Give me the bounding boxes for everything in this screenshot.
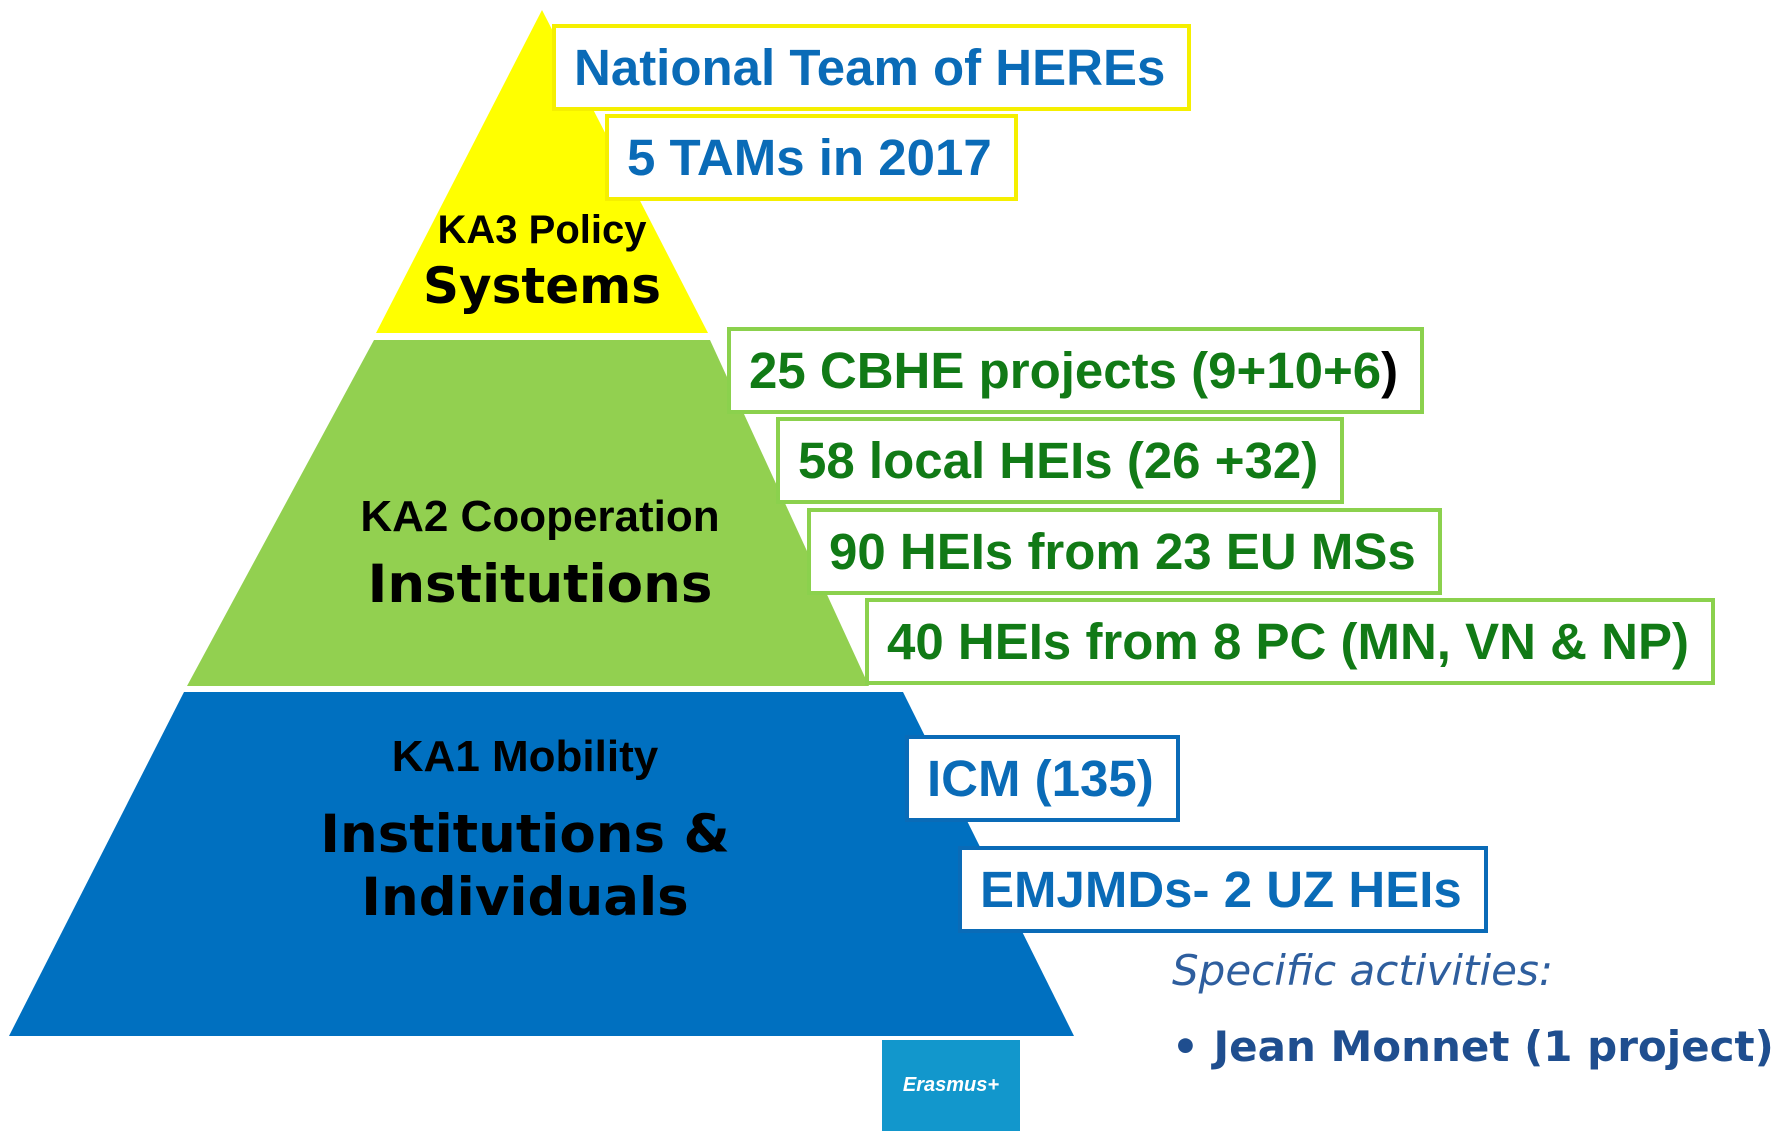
- callout-tams: 5 TAMs in 2017: [605, 114, 1018, 201]
- jean-monnet-item: • Jean Monnet (1 project): [1172, 1022, 1774, 1071]
- ka1-title: KA1 Mobility: [391, 732, 659, 781]
- callout-emjmds: EMJMDs- 2 UZ HEIs: [958, 846, 1488, 933]
- ka2-tier-label: KA2 Cooperation Institutions: [290, 492, 790, 615]
- callout-text: 90 HEIs from 23 EU MSs: [829, 523, 1416, 580]
- callout-local-heis: 58 local HEIs (26 +32): [776, 417, 1345, 504]
- callout-national-team: National Team of HEREs: [552, 24, 1192, 111]
- specific-activities-heading: Specific activities:: [1172, 946, 1553, 995]
- callout-text-close-paren: ): [1381, 342, 1399, 399]
- callout-eu-heis: 90 HEIs from 23 EU MSs: [807, 508, 1442, 595]
- pyramid-bottom-tier: [9, 692, 1074, 1036]
- ka2-subtitle: Institutions: [367, 554, 713, 615]
- callout-text: 25 CBHE projects (9+10+6: [749, 342, 1382, 399]
- ka1-tier-label: KA1 Mobility Institutions & Individuals: [280, 732, 770, 928]
- ka3-title: KA3 Policy: [437, 208, 647, 252]
- callout-text: EMJMDs- 2 UZ HEIs: [980, 861, 1462, 918]
- ka3-tier-label: KA3 Policy Systems: [392, 208, 692, 315]
- bullet-icon: •: [1172, 1022, 1199, 1071]
- callout-text: National Team of HEREs: [574, 39, 1166, 96]
- callout-icm: ICM (135): [905, 735, 1180, 822]
- callout-text: ICM (135): [927, 750, 1154, 807]
- pyramid-middle-tier: [187, 340, 869, 686]
- callout-text: 58 local HEIs (26 +32): [798, 432, 1319, 489]
- callout-pc-heis: 40 HEIs from 8 PC (MN, VN & NP): [865, 598, 1715, 685]
- ka1-subtitle-line1: Institutions &: [320, 804, 730, 865]
- erasmus-logo: Erasmus+: [882, 1040, 1020, 1131]
- ka3-subtitle: Systems: [422, 257, 662, 315]
- ka1-subtitle-line2: Individuals: [361, 867, 689, 928]
- callout-text: 40 HEIs from 8 PC (MN, VN & NP): [887, 613, 1689, 670]
- pyramid-top-tier: [376, 10, 708, 333]
- ka2-title: KA2 Cooperation: [360, 492, 720, 541]
- callout-cbhe-projects: 25 CBHE projects (9+10+6): [727, 327, 1425, 414]
- callout-text: 5 TAMs in 2017: [627, 129, 992, 186]
- jean-monnet-text: Jean Monnet (1 project): [1213, 1022, 1774, 1071]
